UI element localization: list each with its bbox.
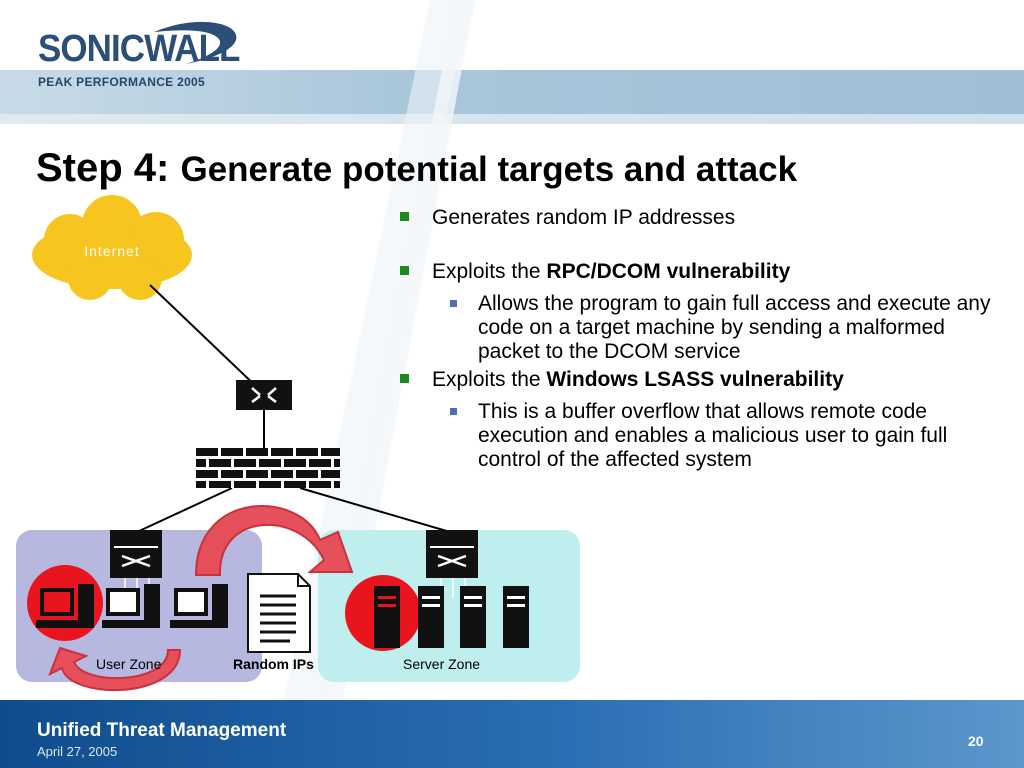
bullet-text: Generates random IP addresses bbox=[432, 206, 736, 229]
user-zone-label: User Zone bbox=[96, 656, 162, 672]
bullet-bold: Windows LSASS vulnerability bbox=[546, 368, 844, 391]
workstation-icon bbox=[170, 584, 228, 628]
slide-title: Step 4: Generate potential targets and a… bbox=[36, 146, 797, 191]
logo-tagline: PEAK PERFORMANCE 2005 bbox=[38, 75, 206, 89]
router-icon bbox=[236, 380, 292, 410]
workstation-icon bbox=[36, 584, 94, 628]
footer-band bbox=[0, 700, 1024, 768]
firewall-icon bbox=[196, 448, 340, 488]
workstation-icon bbox=[102, 584, 160, 628]
sub-bullet-text: Allows the program to gain full access a… bbox=[478, 292, 991, 363]
bullet-bold: RPC/DCOM vulnerability bbox=[546, 260, 791, 283]
header-line bbox=[0, 114, 1024, 124]
footer-title: Unified Threat Management bbox=[37, 720, 287, 741]
internet-cloud-icon bbox=[32, 195, 192, 300]
bullet-text: Exploits the bbox=[432, 260, 547, 283]
sub-bullet-lsass: This is a buffer overflow that allows re… bbox=[396, 400, 1006, 472]
reinfect-arrow-icon bbox=[48, 646, 182, 692]
slide-title-main: Step 4: bbox=[36, 146, 170, 190]
server-icon bbox=[418, 586, 444, 648]
attack-arrow-icon bbox=[194, 505, 354, 576]
document-icon bbox=[247, 573, 311, 653]
random-ips-label: Random IPs bbox=[233, 656, 314, 672]
server-icon bbox=[503, 586, 529, 648]
server-icon bbox=[374, 586, 400, 648]
bullet-rpc-dcom: Exploits the RPC/DCOM vulnerability bbox=[396, 260, 1006, 284]
bullet-lsass: Exploits the Windows LSASS vulnerability bbox=[396, 368, 1006, 392]
server-zone-label: Server Zone bbox=[403, 656, 481, 672]
bullet-random-ips: Generates random IP addresses bbox=[396, 206, 1006, 230]
server-icon bbox=[460, 586, 486, 648]
logo-wordmark: SONICWALL bbox=[38, 28, 240, 70]
server-switch-icon bbox=[426, 530, 478, 598]
bullet-list: Generates random IP addresses Exploits t… bbox=[396, 206, 1006, 472]
sub-bullet-rpc-dcom: Allows the program to gain full access a… bbox=[396, 292, 1006, 364]
user-switch-icon bbox=[110, 530, 162, 598]
slide-title-sub: Generate potential targets and attack bbox=[180, 150, 798, 189]
cloud-label: Internet bbox=[84, 243, 139, 259]
sub-bullet-text: This is a buffer overflow that allows re… bbox=[478, 400, 948, 471]
page-number: 20 bbox=[968, 733, 984, 749]
header-strip bbox=[0, 70, 1024, 114]
footer-date: April 27, 2005 bbox=[37, 744, 118, 759]
bullet-text: Exploits the bbox=[432, 368, 547, 391]
sonicwall-logo-swoosh-icon bbox=[154, 21, 237, 65]
